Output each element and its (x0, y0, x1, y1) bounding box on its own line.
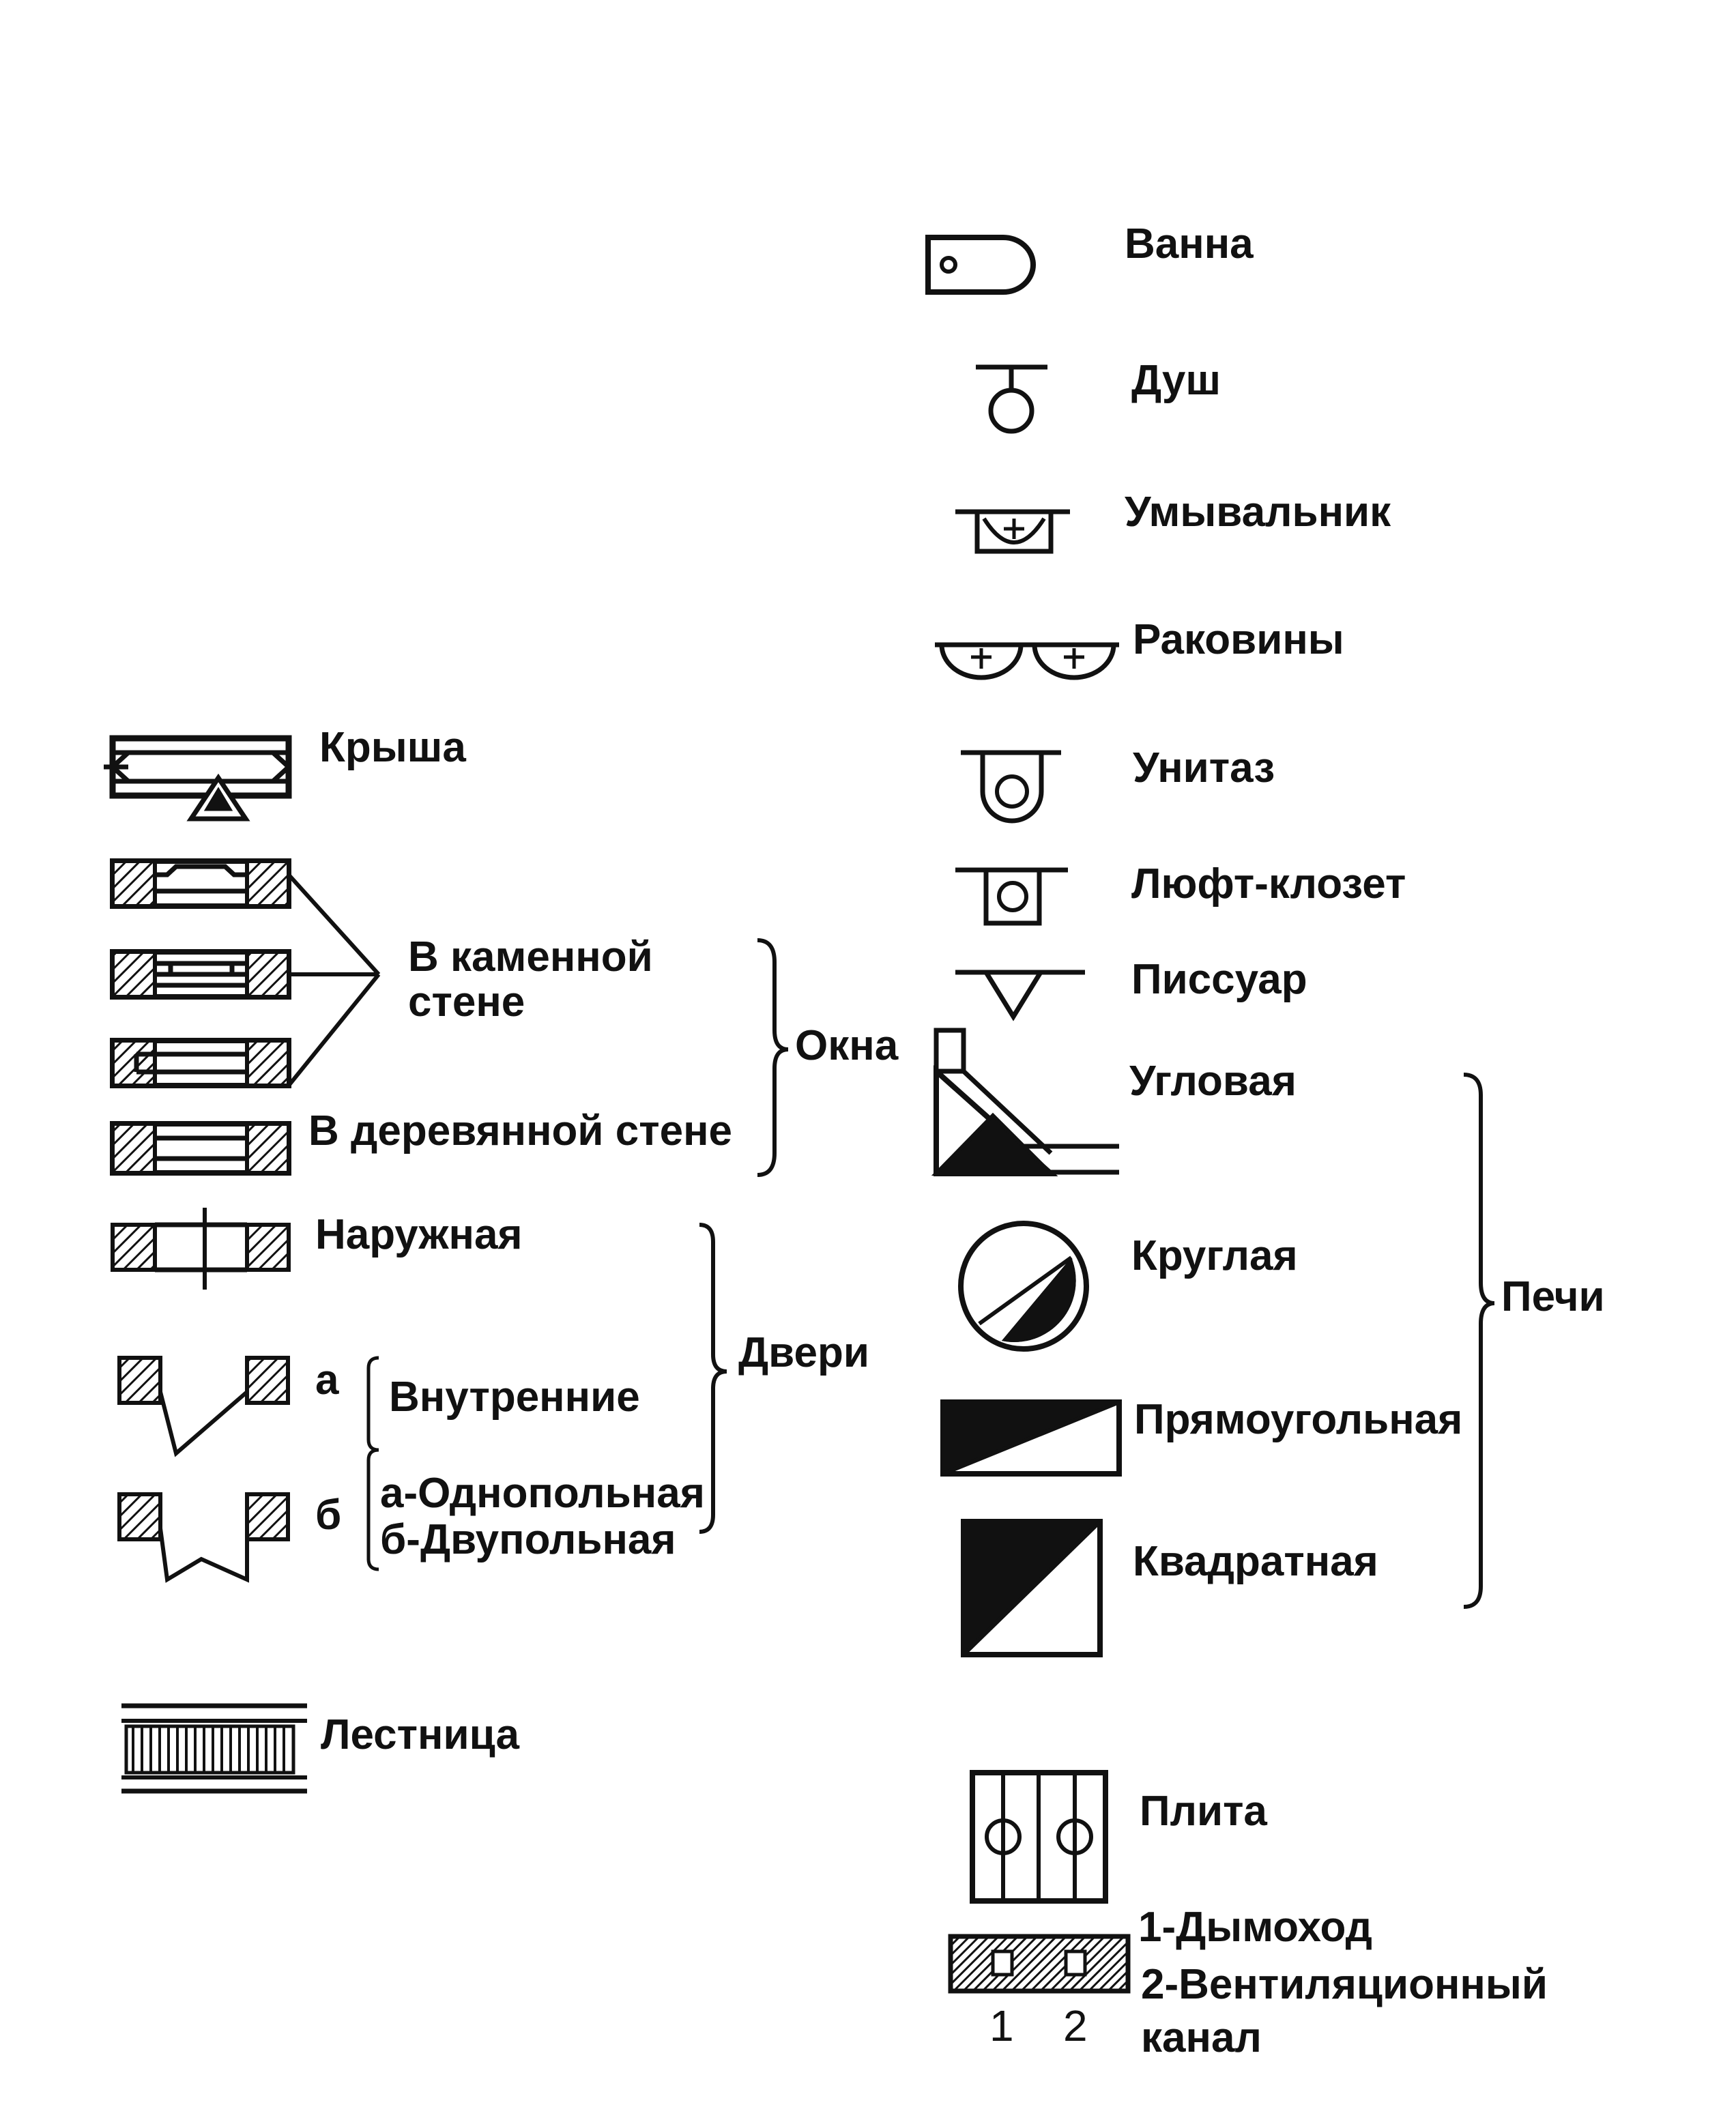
air-closet-symbol (955, 867, 1068, 926)
stove-round-symbol (958, 1221, 1089, 1352)
urinal-label: Писсуар (1131, 956, 1307, 1003)
cooker-symbol (970, 1770, 1108, 1904)
flue-number-1: 1 (989, 2001, 1014, 2050)
vent-label-text: 2-Вентиляционный канал (1141, 1961, 1548, 2061)
bath-label: Ванна (1125, 220, 1254, 267)
doors-label: Двери (738, 1329, 869, 1376)
windows-label: Окна (795, 1022, 899, 1069)
bath-symbol (925, 235, 1036, 295)
square-stove-label: Квадратная (1133, 1538, 1378, 1585)
door-a-label: а (315, 1356, 339, 1404)
rectangular-stove-label: Прямоугольная (1134, 1396, 1463, 1443)
stone-wall-label: В каменной стене (408, 935, 653, 1025)
window-stone-2-symbol (110, 949, 291, 1000)
sinks-label: Раковины (1133, 616, 1344, 663)
flue-vent-symbol (948, 1934, 1131, 1994)
window-stone-1-symbol (110, 858, 291, 909)
roof-label: Крыша (319, 724, 466, 771)
door-types-label: а-Однопольная б-Двупольная (380, 1470, 705, 1563)
vent-number-2: 2 (1063, 2001, 1088, 2050)
window-stone-3-symbol (110, 1038, 291, 1088)
vent-label: 2-Вентиляционный канал (1141, 1958, 1548, 2065)
interior-door-label: Внутренние (389, 1374, 640, 1421)
toilet-symbol (961, 750, 1061, 824)
wood-wall-label: В деревянной стене (308, 1107, 733, 1154)
door-types-label-text: а-Однопольная б-Двупольная (380, 1470, 705, 1563)
stove-corner-symbol (931, 1028, 1119, 1176)
sinks-symbol (935, 642, 1119, 680)
roof-symbol (104, 735, 292, 822)
stoves-label: Печи (1501, 1273, 1605, 1320)
round-stove-label: Круглая (1131, 1232, 1298, 1279)
exterior-door-label: Наружная (315, 1211, 523, 1258)
toilet-label: Унитаз (1133, 744, 1275, 791)
shower-label: Душ (1131, 357, 1221, 404)
interior-brace (366, 1356, 379, 1571)
urinal-symbol (955, 970, 1085, 1021)
air-closet-label: Люфт-клозет (1131, 860, 1406, 907)
stone-wall-connectors (287, 873, 381, 1087)
flue-label: 1-Дымоход (1138, 1904, 1372, 1951)
windows-brace (757, 938, 789, 1177)
stairs-label: Лестница (321, 1711, 519, 1758)
doors-brace (699, 1223, 727, 1534)
window-wood-symbol (110, 1121, 291, 1176)
door-double-symbol (117, 1492, 290, 1583)
door-b-label: б (315, 1492, 342, 1539)
stairs-symbol (121, 1703, 307, 1794)
door-exterior-symbol (111, 1208, 291, 1290)
stoves-brace (1463, 1073, 1495, 1609)
washbasin-label: Умывальник (1125, 489, 1391, 536)
washbasin-symbol (955, 509, 1070, 554)
stove-square-symbol (961, 1519, 1103, 1657)
cooker-label: Плита (1140, 1788, 1267, 1835)
door-single-symbol (117, 1356, 290, 1457)
stove-rectangular-symbol (940, 1399, 1122, 1477)
stone-wall-label-text: В каменной стене (408, 933, 653, 1026)
shower-symbol (976, 364, 1047, 434)
corner-stove-label: Угловая (1129, 1058, 1297, 1105)
